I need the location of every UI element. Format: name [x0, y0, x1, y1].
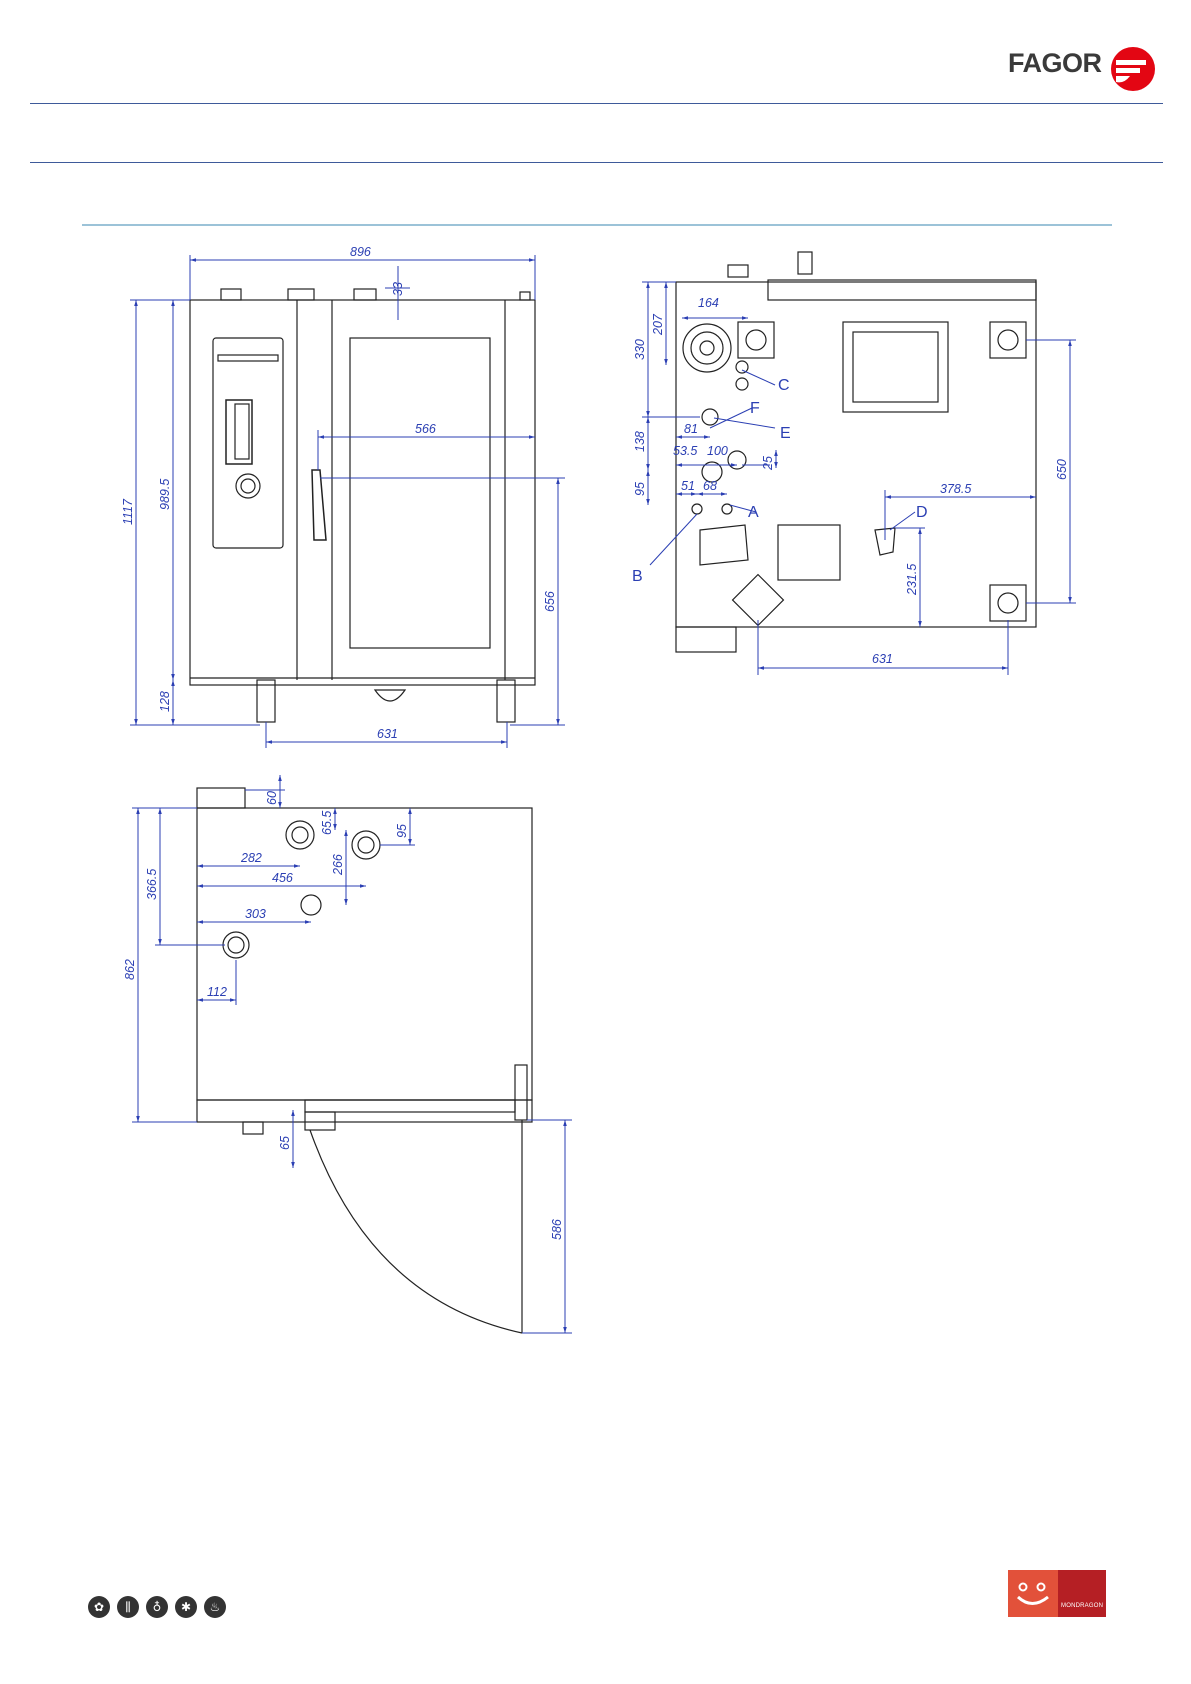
dim-330: 330: [633, 339, 647, 360]
dim-95: 95: [633, 482, 647, 496]
dim-handle-height: 656: [543, 591, 557, 612]
dim-height-body: 989.5: [158, 479, 172, 510]
dim-378-5: 378.5: [940, 482, 971, 496]
dim-164: 164: [698, 296, 719, 310]
front-view: [190, 289, 535, 722]
dim-81: 81: [684, 422, 698, 436]
dim-303: 303: [245, 907, 266, 921]
dim-depth-total: 862: [123, 959, 137, 980]
dim-feet-height: 128: [158, 691, 172, 712]
mondragon-mark: [1008, 1570, 1058, 1617]
connection-label-f: F: [750, 400, 760, 417]
steam-drop-icon: ♁: [146, 1596, 168, 1618]
top-view: [197, 788, 532, 1333]
dim-door-offset: 65: [278, 1136, 292, 1150]
dim-631: 631: [872, 652, 893, 666]
dim-207: 207: [651, 313, 665, 336]
dim-conn-a: 65.5: [320, 811, 334, 835]
dim-138: 138: [633, 431, 647, 452]
dim-door-handle: 566: [415, 422, 436, 436]
dim-650: 650: [1055, 459, 1069, 480]
dim-top-offset: 60: [265, 791, 279, 805]
feature-icons: ✿ ⫼ ♁ ✱ ♨: [88, 1596, 226, 1620]
dim-456: 456: [272, 871, 293, 885]
connection-label-d: D: [916, 504, 928, 521]
dim-width-overall: 896: [350, 245, 371, 259]
dim-231-5: 231.5: [905, 564, 919, 596]
dim-top-connector: 33: [391, 282, 405, 296]
dim-25: 25: [761, 456, 775, 471]
dim-53-5: 53.5: [673, 444, 697, 458]
connection-label-c: C: [778, 377, 790, 394]
top-dimensions: [132, 775, 572, 1333]
dim-depth-1: 366.5: [145, 869, 159, 900]
dim-door-swing: 586: [550, 1219, 564, 1240]
front-dimension-labels: 896 33 1117 989.5 128 566 656 631: [121, 245, 557, 741]
rear-view: [676, 252, 1036, 652]
connection-label-a: A: [748, 504, 759, 521]
connection-label-b: B: [632, 568, 643, 585]
connection-label-e: E: [780, 425, 791, 442]
mondragon-mark-icon: [1008, 1570, 1058, 1617]
mondragon-text: MONDRAGON: [1061, 1603, 1103, 1609]
fan-icon: ✿: [88, 1596, 110, 1618]
dim-51: 51: [681, 479, 695, 493]
dim-conn-b: 95: [395, 824, 409, 838]
rear-dimension-labels: 164 207 330 81 138 53.5 100 25 95 51 68 …: [632, 296, 1069, 666]
washing-icon: ♨: [204, 1596, 226, 1618]
heating-element-icon: ⫼: [117, 1596, 139, 1618]
dim-feet-spacing: 631: [377, 727, 398, 741]
mondragon-panel: [1058, 1570, 1106, 1617]
dim-height-total: 1117: [121, 498, 135, 525]
dim-266: 266: [331, 854, 345, 876]
dim-112: 112: [207, 985, 227, 999]
cooling-snowflake-icon: ✱: [175, 1596, 197, 1618]
front-dimensions: [130, 255, 565, 748]
top-dimension-labels: 60 65.5 95 366.5 862 282 456 266 303 112…: [123, 791, 564, 1240]
dim-68: 68: [703, 479, 717, 493]
mondragon-logo: MONDRAGON: [1008, 1570, 1106, 1617]
dim-100: 100: [707, 444, 728, 458]
dim-282: 282: [240, 851, 262, 865]
